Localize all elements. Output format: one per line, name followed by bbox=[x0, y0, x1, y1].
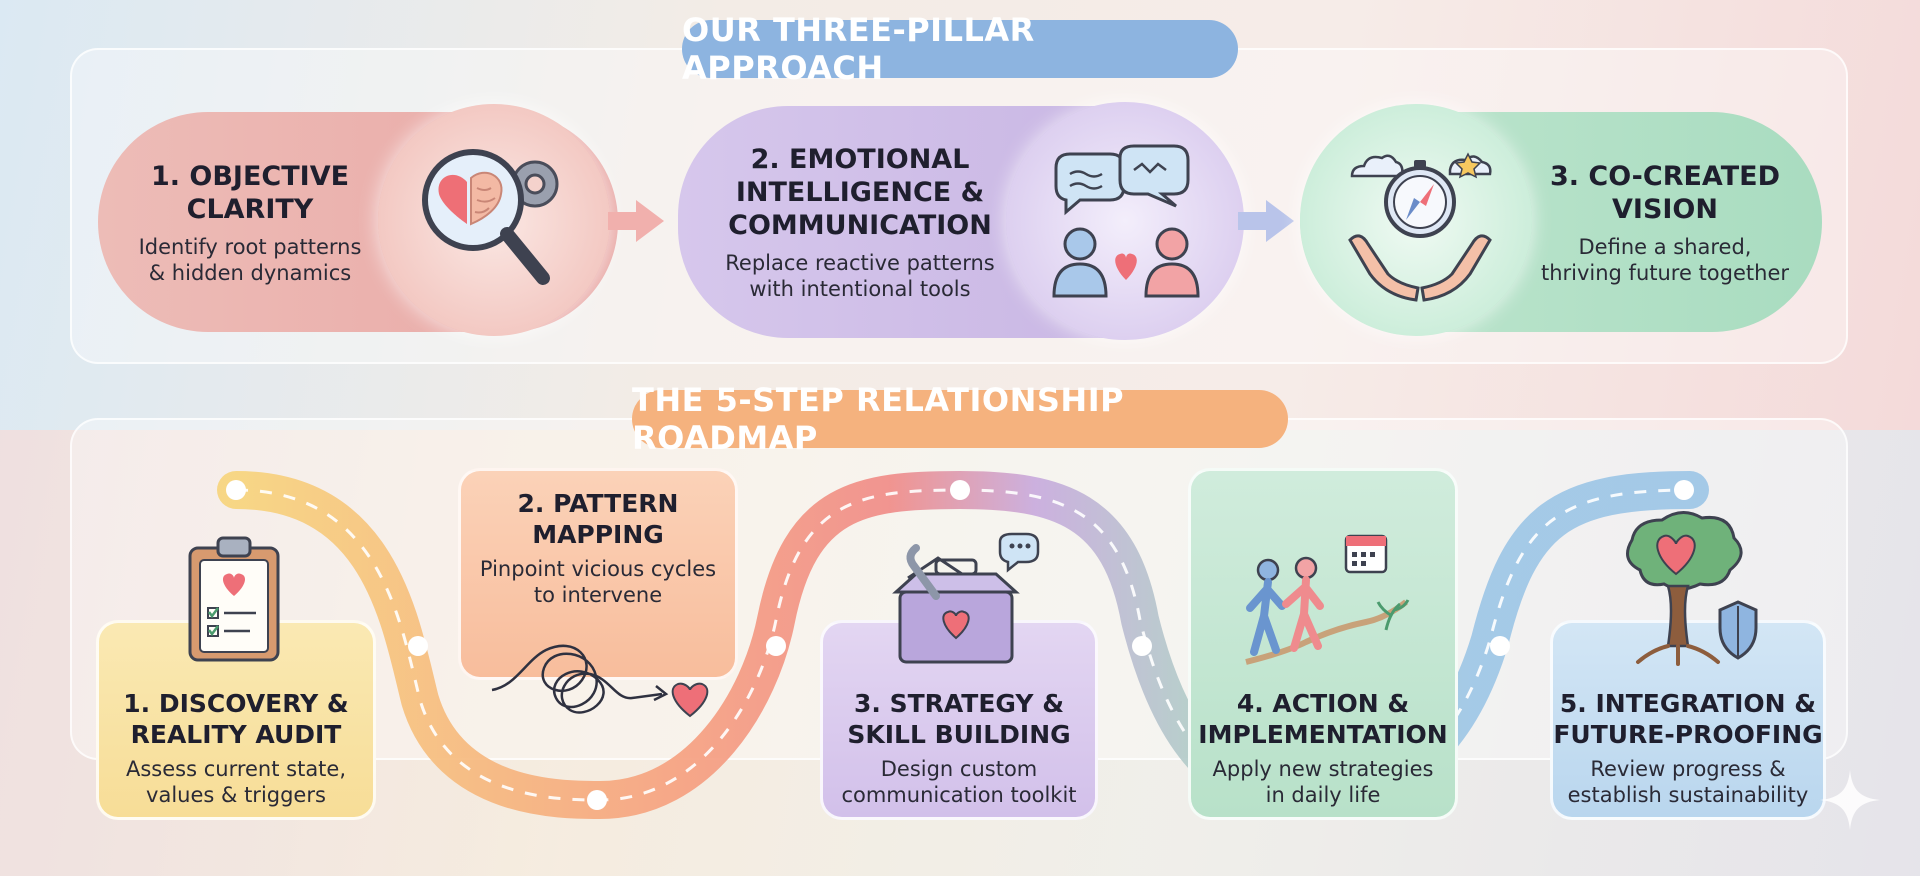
step-3-desc: Design custom communication toolkit bbox=[824, 756, 1094, 808]
pillar-2-title-line-1: 2. EMOTIONAL bbox=[750, 144, 970, 175]
step-3-title-line-1: 3. STRATEGY & bbox=[853, 689, 1065, 718]
pillar-1-desc-line-1: Identify root patterns bbox=[138, 235, 362, 259]
pillar-2-desc: Replace reactive patterns with intention… bbox=[700, 250, 1020, 302]
step-5-title: 5. INTEGRATION & FUTURE-PROOFING bbox=[1552, 688, 1824, 750]
arrow-right-icon bbox=[1238, 200, 1294, 242]
pillar-3-desc-line-2: thriving future together bbox=[1540, 261, 1790, 285]
conversation-people-icon bbox=[1052, 144, 1200, 298]
toolbox-heart-icon bbox=[892, 532, 1040, 664]
magnifier-heart-brain-icon bbox=[422, 149, 559, 285]
step-5-desc-line-1: Review progress & bbox=[1590, 757, 1786, 781]
pillar-2-text: 2. EMOTIONAL INTELLIGENCE & COMMUNICATIO… bbox=[700, 143, 1020, 302]
step-2-title-line-2: MAPPING bbox=[532, 520, 664, 549]
step-5-desc-line-2: establish sustainability bbox=[1567, 783, 1809, 807]
pillar-1-title-line-2: CLARITY bbox=[186, 194, 314, 225]
pillar-1-desc: Identify root patterns & hidden dynamics bbox=[120, 234, 380, 286]
heart-tree-shield-icon bbox=[1626, 511, 1758, 666]
step-4-desc: Apply new strategies in daily life bbox=[1190, 756, 1456, 808]
step-5-title-line-1: 5. INTEGRATION & bbox=[1559, 689, 1817, 718]
pillar-3-title-line-2: VISION bbox=[1612, 194, 1718, 225]
arrow-right-icon bbox=[608, 200, 664, 242]
step-1-title: 1. DISCOVERY & REALITY AUDIT bbox=[100, 688, 372, 750]
step-3-title: 3. STRATEGY & SKILL BUILDING bbox=[824, 688, 1094, 750]
step-2-title-line-1: 2. PATTERN bbox=[517, 489, 679, 518]
hands-compass-icon bbox=[1348, 152, 1492, 302]
step-4-title-line-1: 4. ACTION & bbox=[1236, 689, 1410, 718]
sparkle-icon bbox=[1820, 770, 1880, 830]
pillar-1-title-line-1: 1. OBJECTIVE bbox=[150, 161, 350, 192]
pillar-2-icon-circle bbox=[1006, 102, 1244, 340]
step-5-card bbox=[1550, 620, 1826, 820]
step-1-title-line-1: 1. DISCOVERY & bbox=[123, 689, 349, 718]
step-4-desc-line-2: in daily life bbox=[1265, 783, 1381, 807]
step-1-text: 1. DISCOVERY & REALITY AUDIT Assess curr… bbox=[100, 688, 372, 808]
step-1-desc-line-1: Assess current state, bbox=[125, 757, 347, 781]
step-5-title-line-2: FUTURE-PROOFING bbox=[1553, 720, 1823, 749]
pillar-3-text: 3. CO-CREATED VISION Define a shared, th… bbox=[1520, 160, 1810, 286]
pillar-3-desc-line-1: Define a shared, bbox=[1578, 235, 1752, 259]
pillar-2-desc-line-1: Replace reactive patterns bbox=[725, 251, 995, 275]
step-2-title: 2. PATTERN MAPPING bbox=[462, 488, 734, 550]
pillar-3-title: 3. CO-CREATED VISION bbox=[1520, 160, 1810, 226]
pillar-1-desc-line-2: & hidden dynamics bbox=[148, 261, 352, 285]
step-4-card bbox=[1188, 468, 1458, 820]
step-2-desc-line-1: Pinpoint vicious cycles bbox=[479, 557, 717, 581]
step-2-text: 2. PATTERN MAPPING Pinpoint vicious cycl… bbox=[462, 488, 734, 608]
pillar-3-desc: Define a shared, thriving future togethe… bbox=[1520, 234, 1810, 286]
pillar-2-title-line-2: INTELLIGENCE & bbox=[735, 177, 985, 208]
step-2-desc-line-2: to intervene bbox=[533, 583, 663, 607]
step-4-title-line-2: IMPLEMENTATION bbox=[1198, 720, 1448, 749]
step-3-desc-line-1: Design custom bbox=[880, 757, 1038, 781]
step-4-title: 4. ACTION & IMPLEMENTATION bbox=[1190, 688, 1456, 750]
step-5-desc: Review progress & establish sustainabili… bbox=[1552, 756, 1824, 808]
step-1-title-line-2: REALITY AUDIT bbox=[130, 720, 342, 749]
pillar-1-title: 1. OBJECTIVE CLARITY bbox=[120, 160, 380, 226]
step-1-desc-line-2: values & triggers bbox=[146, 783, 326, 807]
pillar-2-title-line-3: COMMUNICATION bbox=[728, 210, 992, 241]
step-5-text: 5. INTEGRATION & FUTURE-PROOFING Review … bbox=[1552, 688, 1824, 808]
pillar-1-text: 1. OBJECTIVE CLARITY Identify root patte… bbox=[120, 160, 380, 286]
step-4-text: 4. ACTION & IMPLEMENTATION Apply new str… bbox=[1190, 688, 1456, 808]
pillar-2-desc-line-2: with intentional tools bbox=[749, 277, 971, 301]
tangled-line-heart-icon bbox=[491, 644, 709, 718]
step-2-desc: Pinpoint vicious cycles to intervene bbox=[462, 556, 734, 608]
pillar-2-title: 2. EMOTIONAL INTELLIGENCE & COMMUNICATIO… bbox=[700, 143, 1020, 242]
step-3-title-line-2: SKILL BUILDING bbox=[847, 720, 1071, 749]
step-4-desc-line-1: Apply new strategies bbox=[1212, 757, 1434, 781]
step-3-text: 3. STRATEGY & SKILL BUILDING Design cust… bbox=[824, 688, 1094, 808]
step-3-desc-line-2: communication toolkit bbox=[841, 783, 1077, 807]
step-1-desc: Assess current state, values & triggers bbox=[100, 756, 372, 808]
couple-walking-icon bbox=[1245, 534, 1410, 665]
pillar-3-title-line-1: 3. CO-CREATED bbox=[1549, 161, 1781, 192]
clipboard-heart-icon bbox=[188, 536, 280, 662]
